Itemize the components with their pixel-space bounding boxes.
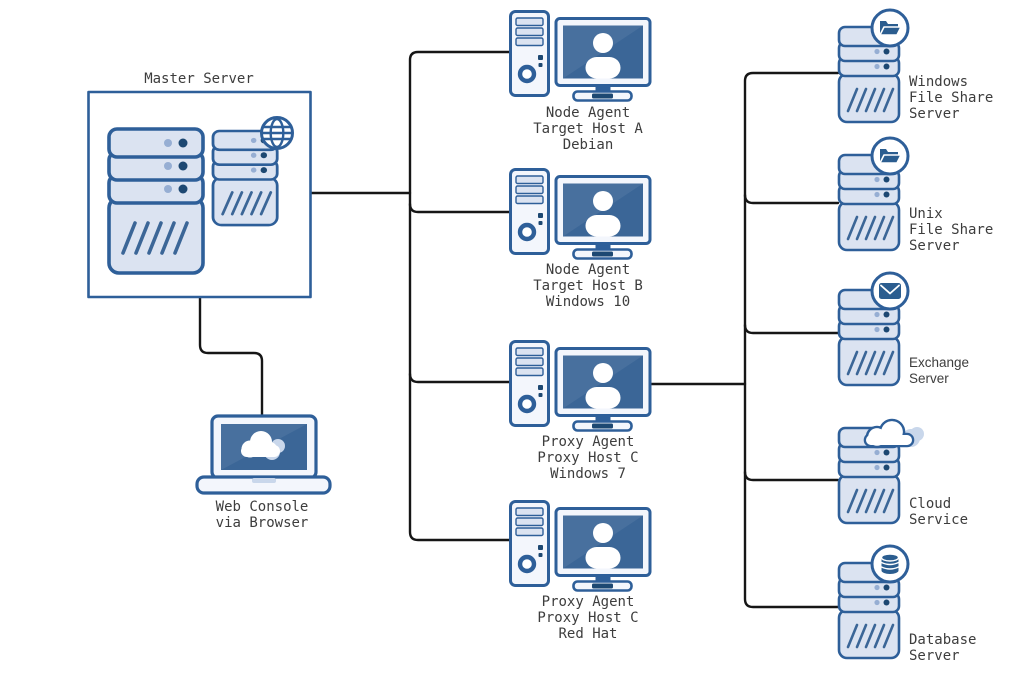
laptop-icon [195,414,332,495]
node-agent-a-icon [511,12,651,101]
database-server-node [837,546,908,660]
edge-trunk-to-cloud [743,470,840,482]
folder-icon [872,138,908,174]
globe-icon [260,116,294,150]
unix-file-share-node [837,138,908,252]
cloud-icon [863,418,926,449]
edge-master-to-console [198,295,264,417]
database-icon [872,546,908,582]
proxy-agent-c-redhat-icon [511,502,651,591]
edge-trunk-to-node-b [408,202,512,214]
proxy-agent-c-windows-icon [511,342,651,431]
master-server-node [87,90,312,299]
node-agent-b-icon [511,170,651,259]
windows-file-share-node [837,10,908,124]
mail-icon [872,273,908,309]
web-console-label: Web Console via Browser [215,499,309,531]
master-server-label: Master Server [144,71,254,87]
exchange-server-node [837,273,908,387]
cloud-glyph [241,431,285,460]
edge-trunk-to-proxy-c1 [408,372,512,384]
edge-trunk-to-exchange [743,323,840,335]
web-console-node [195,414,332,495]
servers-trunk [743,71,840,609]
connector-lines [198,50,840,609]
agents-trunk [408,50,512,542]
edge-trunk-to-unix [743,193,840,205]
folder-icon [872,10,908,46]
master-server-rack-large-icon [107,127,205,275]
